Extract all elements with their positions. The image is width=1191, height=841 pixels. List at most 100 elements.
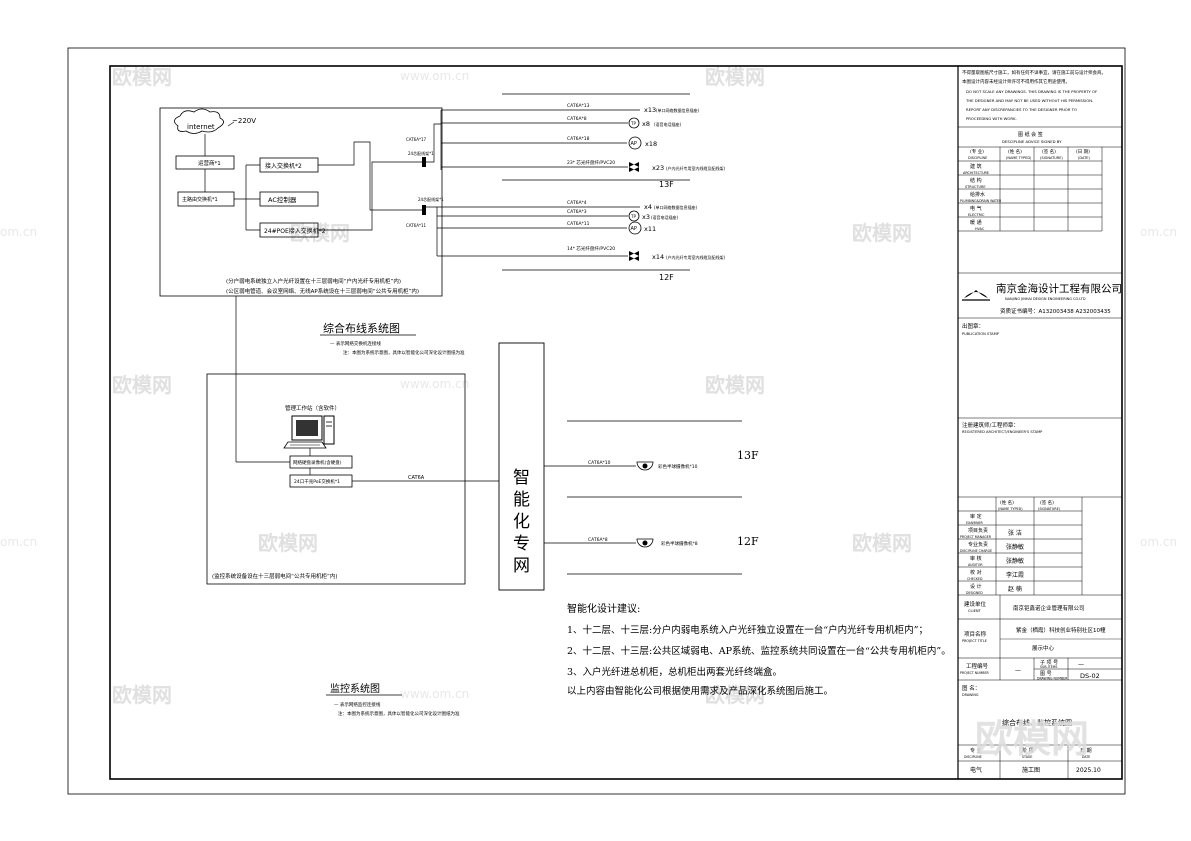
advice-line: 以上内容由智能化公司根据使用需求及产品深化系统图后施工。 (567, 685, 833, 697)
f13-note-2: (语音电话插座) (654, 121, 682, 127)
watermark-url: om.cn (0, 225, 37, 239)
f12-cable-2: CAT6A*3 (567, 209, 587, 215)
network-char: 能 (513, 490, 530, 510)
poe-switch-monitor-label: 24口千兆PoE交换机*1 (294, 478, 340, 485)
advice-line: 1、十二层、十三层:分户内弱电系统入户光纤独立设置在一台“户内光纤专用机柜内”； (567, 624, 928, 636)
watermark-brand: 欧模网 (290, 221, 350, 245)
date-label: 日 期 (1080, 748, 1092, 754)
floor12-outputs: CAT6A*4 x4 (单口网络数据信息插座) CAT6A*3 TP x3 (语… (426, 200, 726, 282)
notice-line: PROCEEDING WITH WORK. (966, 116, 1017, 121)
job-label: 工程编号 (966, 662, 989, 670)
f13-cable-3: CAT6A*18 (567, 136, 590, 142)
sub-number: — (1078, 661, 1084, 668)
camera-12f: CAT6A*8 彩色半球摄像机*8 12F (544, 535, 759, 548)
advice-line: 2、十二层、十三层:公共区域弱电、AP系统、监控系统共同设置在一台“公共专用机柜… (567, 645, 951, 657)
f13-count-3: x18 (645, 140, 657, 148)
staff-name: 李江霞 (1006, 571, 1024, 579)
client-label: 建设单位 (964, 600, 987, 608)
notice-line: 不得量取图纸尺寸施工，如有任何不详事宜，请在施工前与设计师会商。 (962, 69, 1106, 76)
drawing-name-label: 图 名： (962, 684, 980, 692)
job-label-en: PROJECT NUMBER (960, 671, 989, 675)
poe-switch-label: 24#POE接入交换机*2 (264, 227, 326, 235)
f12-cable-4: 14* 芯光纤盘纤/PVC20 (567, 245, 615, 252)
col-major: (专 业) (970, 148, 984, 155)
fiber-terminal-icon (629, 162, 639, 172)
watermark-brand: 欧模网 (112, 373, 172, 397)
col-name: (姓 名) (1008, 148, 1022, 155)
f13-label: 13F (659, 180, 674, 189)
monitor-cable-label: CAT6A (408, 475, 425, 481)
row-hvac-en: HVAC (975, 227, 985, 231)
watermark-url: www.om.cn (400, 69, 469, 83)
watermark-url: www.om.cn (400, 377, 469, 391)
cam12-label: 彩色半球摄像机*8 (661, 540, 698, 547)
f13-note-1: (单口网络数据信息插座) (656, 107, 700, 113)
cabling-diagram: internet ~220V 运营商*1 主路由交换机*1 接入交换机*2 AC… (159, 107, 465, 356)
watermark-url: om.cn (1140, 225, 1177, 239)
drawing-name: 综合布线、监控系统图 (1002, 718, 1072, 727)
staff-role: 审 定 (970, 513, 982, 520)
f13-note-4: (户内光纤专用室内线缆及配线架) (666, 165, 726, 171)
phone-outlet-icon (628, 117, 640, 129)
reg-stamp-label: 注册建筑师/工程师章： (962, 421, 1019, 429)
watermark-url: om.cn (1140, 535, 1177, 549)
staff-role-en: DESIGNED (966, 591, 983, 595)
f12-label: 12F (659, 273, 674, 282)
staff-role: 项目负责 (968, 527, 988, 534)
odf-bottom-label: 24芯配线架*1 (418, 196, 444, 202)
advice-title: 智能化设计建议: (567, 602, 640, 615)
cabling-note-2: (公区弱电管道、会议室网络、无线AP系统设在十三层弱电间“公共专用机柜”内) (226, 287, 419, 295)
network-char: 专 (513, 534, 530, 554)
intelligent-network-box (498, 342, 545, 591)
row-plumb-en: PLUMBING&DRAIN WATER (960, 199, 1002, 203)
watermark-brand: 欧模网 (705, 373, 765, 397)
disc-label: 专 业 (970, 747, 982, 754)
monitoring-diagram: 管理工作站（含软件） 网络硬盘录像机(含硬盘) 24口千兆PoE交换机*1 CA… (206, 296, 500, 717)
f13-cable-1: CAT6A*13 (567, 103, 590, 109)
monitor-cabinet-frame (206, 373, 466, 585)
internet-cloud-icon (174, 108, 224, 134)
watermark-url: om.cn (0, 535, 37, 549)
sign-title-en: DESCIPLINE ADVICE SIGNED BY (1002, 139, 1062, 144)
staff-role: 审 核 (970, 555, 982, 562)
watermark-brand: 欧模网 (258, 531, 318, 555)
network-char: 化 (513, 512, 530, 532)
internet-label: internet (187, 123, 215, 131)
stage-label: 阶 段 (1022, 747, 1034, 754)
col-major-en: DISCIPLINE (968, 156, 987, 160)
stage-label-en: STAGE (1022, 755, 1032, 759)
sub-label-en: SUB-ITEMS (1040, 665, 1057, 669)
watermark-layer: 欧模网 www.om.cn 欧模网 om.cn 欧模网 欧模网 om.cn 欧模… (0, 65, 1177, 707)
phone-outlet-icon (628, 210, 640, 222)
ac-controller-label: AC控制器 (268, 195, 297, 204)
odf-top (422, 157, 426, 167)
client-label-en: CLIENT (968, 609, 982, 613)
staff-role-en: EXAMINER (966, 521, 983, 525)
monitor-f13-label: 13F (737, 449, 759, 462)
inner-border (109, 65, 1123, 780)
staff-sign-col: (签 名) (1040, 499, 1054, 506)
row-struct: 结 构 (970, 177, 982, 184)
cam12-cable: CAT6A*8 (588, 537, 608, 543)
access-switch-label: 接入交换机*2 (265, 162, 302, 170)
monitor-legend-1: — 表示网络监控连接线 (334, 701, 381, 708)
watermark-brand: 欧模网 (705, 65, 765, 89)
main-router-label: 主路由交换机*1 (182, 196, 218, 203)
computer-icon (283, 415, 335, 449)
project-label-en: PROJECT TITLE (962, 639, 987, 643)
workstation-label: 管理工作站（含软件） (285, 404, 340, 412)
date-label-en: DATE (1082, 755, 1090, 759)
staff-name: 赵 楠 (1008, 585, 1022, 593)
f12-cable-3: CAT6A*11 (567, 221, 590, 227)
company-name: 南京金海设计工程有限公司 (996, 282, 1122, 295)
f12-cable-1: CAT6A*4 (567, 200, 587, 206)
watermark-brand: 欧模网 (852, 221, 912, 245)
reg-stamp-label-en: REGISTERED ARCHITECT/ENGINEER'S STAMP (962, 430, 1043, 434)
staff-name-col-en: (NAME TYPED) (998, 507, 1023, 511)
staff-role-en: CHECKED (967, 577, 983, 581)
company-logo-icon (964, 290, 988, 298)
power-label: ~220V (232, 117, 256, 125)
f13-count-1: x13 (644, 106, 656, 114)
ap-glyph: AP (631, 141, 637, 147)
cam13-label: 彩色半球摄像机*10 (658, 463, 698, 470)
